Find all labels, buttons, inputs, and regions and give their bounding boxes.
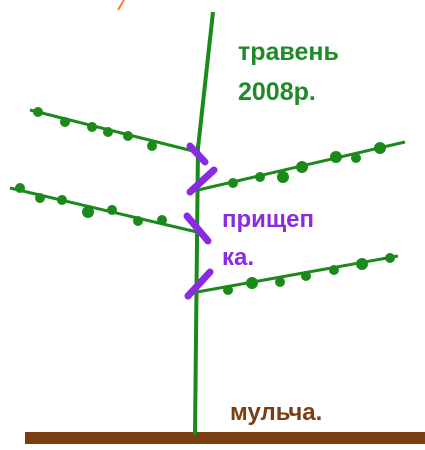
pinch-mark-3	[183, 212, 212, 245]
pinch-mark-2	[186, 166, 218, 196]
mulch-label: мульча.	[230, 399, 323, 426]
branch-lower-right	[196, 253, 399, 295]
branch-upper-right	[197, 140, 406, 192]
leader-shoot	[196, 11, 215, 149]
corner-accent-mark	[117, 0, 125, 11]
pinch-mark-4	[184, 268, 214, 300]
pinch-label-line1: прищеп	[222, 206, 315, 233]
branch-lower-left	[9, 183, 198, 234]
pinch-mark-1	[186, 142, 209, 166]
pinch-label-line2: ка.	[222, 244, 255, 271]
date-label-line2: 2008р.	[238, 78, 316, 106]
date-label-line1: травень	[238, 38, 339, 66]
ground-mulch-strip	[25, 432, 425, 444]
branch-upper-left	[29, 107, 198, 154]
